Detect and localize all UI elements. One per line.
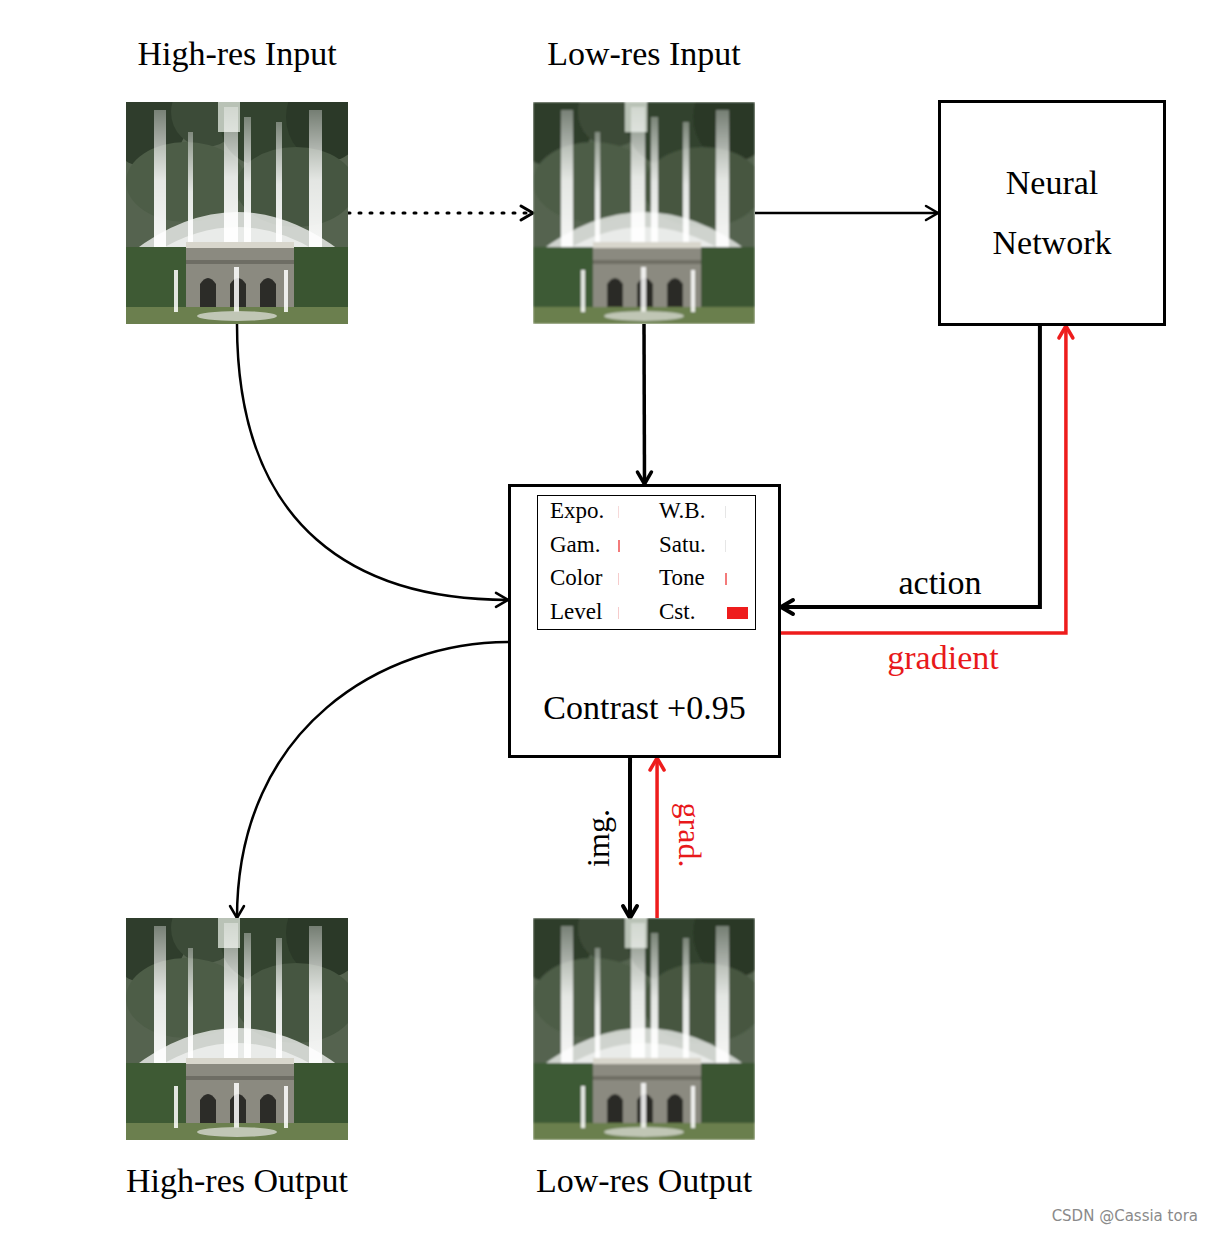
connector <box>637 324 651 484</box>
table-cell: Expo. <box>550 496 604 526</box>
weight-bar <box>618 573 619 585</box>
weight-bar <box>618 506 619 518</box>
image-caption: Low-res Output <box>536 1161 752 1201</box>
weight-bar <box>618 540 620 552</box>
fountain-photo <box>533 918 755 1140</box>
arrow-head <box>521 206 533 220</box>
image-panel: High-res Input <box>126 102 348 324</box>
arrow-head <box>637 472 651 484</box>
weight-bar <box>725 573 727 585</box>
table-cell: Level <box>550 597 602 627</box>
image-panel: Low-res Input <box>533 102 755 324</box>
fountain-picture <box>126 918 348 1140</box>
filter-value: Contrast +0.95 <box>511 688 778 728</box>
fountain-photo <box>126 918 348 1140</box>
table-cell: Tone <box>659 563 705 593</box>
table-cell: Cst. <box>659 597 695 627</box>
connector-line <box>755 212 938 215</box>
fountain-picture <box>533 918 755 1140</box>
connector-line <box>237 642 508 918</box>
connector <box>348 206 533 220</box>
arrow-head <box>230 906 244 918</box>
edge-label: grad. <box>671 800 709 871</box>
connector-line <box>781 326 1066 633</box>
image-panel: Low-res Output <box>533 918 755 1140</box>
image-panel: High-res Output <box>126 918 348 1140</box>
weight-bar <box>618 607 619 619</box>
filter-box: Contrast +0.95 Expo. W.B. Gam. Satu. Color Ton… <box>508 484 781 758</box>
edge-label: action <box>895 564 984 602</box>
connector <box>230 642 508 918</box>
connector-line <box>628 758 632 918</box>
image-caption: Low-res Input <box>547 34 741 74</box>
connector <box>755 206 938 220</box>
fountain-photo <box>126 102 348 324</box>
arrow-head <box>926 206 938 220</box>
table-cell: Satu. <box>659 530 706 560</box>
connector <box>781 326 1040 614</box>
connector-line <box>781 326 1040 607</box>
weight-bar <box>725 506 726 518</box>
fountain-photo <box>533 102 755 324</box>
arrow-head <box>623 906 637 918</box>
edge-label: gradient <box>884 639 1001 677</box>
image-caption: High-res Output <box>126 1161 348 1201</box>
arrow-head <box>496 593 508 607</box>
connector-line <box>642 324 646 484</box>
weight-bar <box>725 540 726 552</box>
box-label: Neural Network <box>965 153 1140 273</box>
arrow-head <box>781 600 793 614</box>
image-caption: High-res Input <box>137 34 336 74</box>
table-cell: W.B. <box>659 496 705 526</box>
network-box: Neural Network <box>938 100 1166 326</box>
arrow-head <box>650 758 664 770</box>
filter-table: Expo. W.B. Gam. Satu. Color ToneLevel Cst. <box>537 495 756 630</box>
fountain-picture <box>533 102 755 324</box>
edge-label: img. <box>579 806 617 870</box>
connector <box>781 326 1073 633</box>
connector <box>623 758 637 918</box>
fountain-picture <box>126 102 348 324</box>
connector-line <box>348 212 533 215</box>
connector-line <box>655 758 659 918</box>
weight-bar <box>727 607 748 619</box>
table-cell: Color <box>550 563 602 593</box>
connector <box>650 758 664 918</box>
table-cell: Gam. <box>550 530 600 560</box>
connector-line <box>237 324 508 600</box>
arrow-head <box>1059 326 1073 338</box>
connector <box>237 324 508 607</box>
watermark: CSDN @Cassia tora <box>1052 1207 1198 1225</box>
